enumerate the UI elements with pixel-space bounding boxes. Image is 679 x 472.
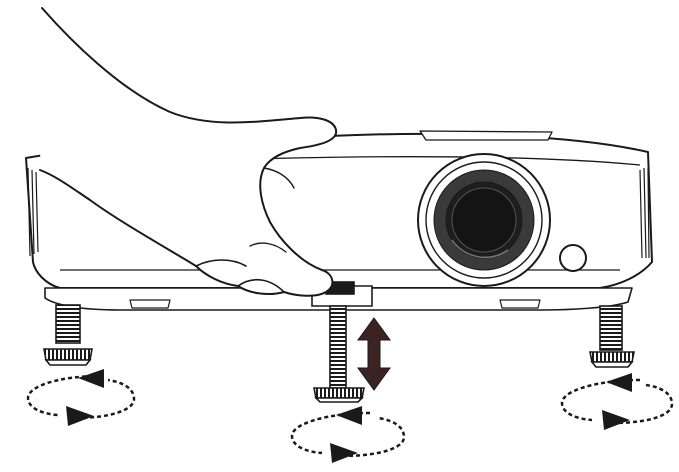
rear-foot-icon-right xyxy=(589,305,635,368)
rotate-arrowheads-center xyxy=(330,406,362,463)
hand-icon xyxy=(39,7,338,297)
ir-sensor-icon xyxy=(559,244,587,272)
rotate-arrowheads-left xyxy=(66,369,104,426)
rotate-arrows-icon-left xyxy=(26,374,136,420)
lens xyxy=(417,153,551,287)
elevator-foot-icon xyxy=(311,281,373,403)
rotate-arrowheads-right xyxy=(602,373,632,430)
up-down-arrow-icon xyxy=(357,317,391,391)
rear-foot-icon-left xyxy=(43,304,93,366)
